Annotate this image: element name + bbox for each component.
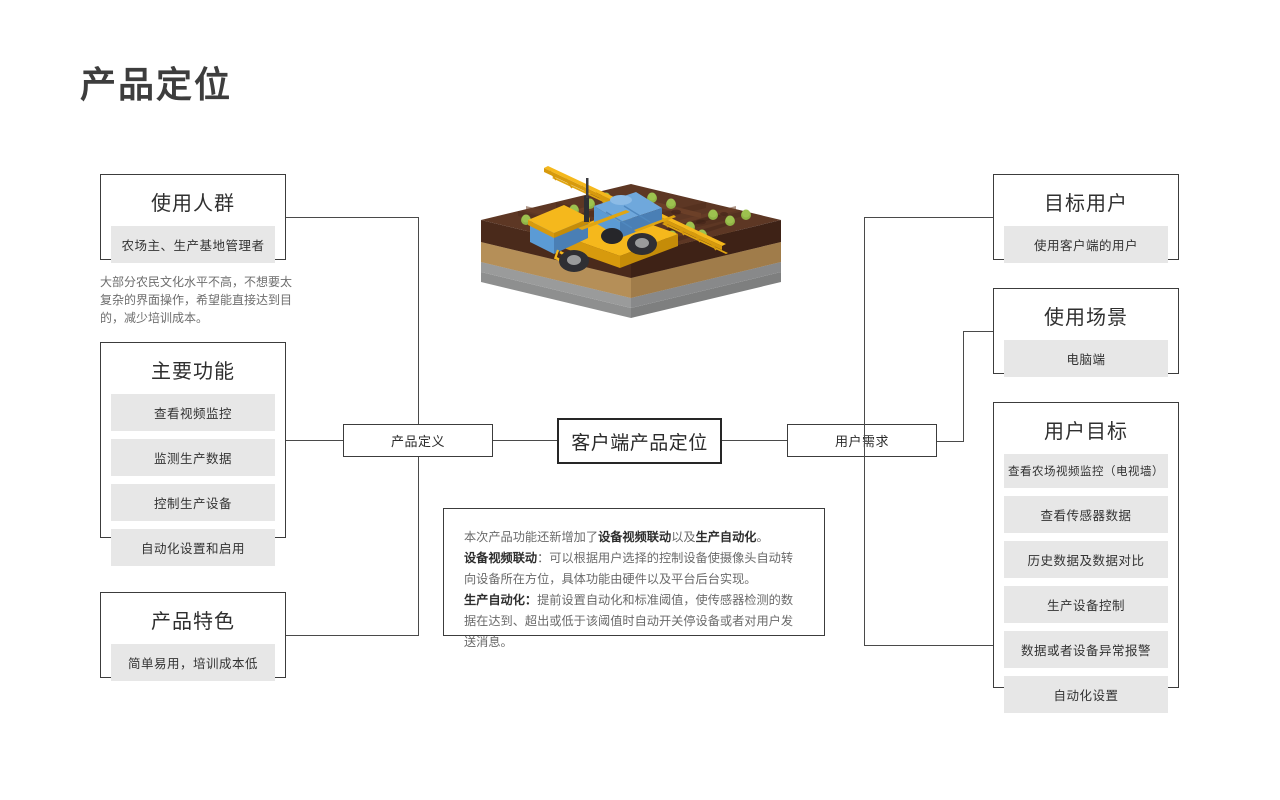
description-line-3-bold: 生产自动化： [464,593,538,607]
node-product-definition-label: 产品定义 [390,434,445,449]
description-line-3-text: 提前设置自动化和标准阈值，使传感器检测的数据在达到、超出或低于该阈值时自动开关停… [464,593,794,649]
panel-target-users: 目标用户 使用客户端的用户 [993,174,1179,263]
panel-user-goals: 用户目标 查看农场视频监控（电视墙） 查看传感器数据 历史数据及数据对比 生产设… [993,402,1179,713]
page-title: 产品定位 [80,64,233,105]
pill-user-goal-3: 历史数据及数据对比 [1004,541,1168,578]
panel-title-main-functions: 主要功能 [151,361,235,383]
connector-right-stub-1 [864,217,993,218]
illustration-sprayer-vehicle [528,178,678,272]
pill-target-user-1: 使用客户端的用户 [1004,226,1168,263]
connector-left-stub-3 [286,635,418,636]
description-line-3: 生产自动化：提前设置自动化和标准阈值，使传感器检测的数据在达到、超出或低于该阈值… [464,590,804,653]
description-line-2: 设备视频联动：可以根据用户选择的控制设备使摄像头自动转向设备所在方位，具体功能由… [464,548,804,590]
connector-left-stub-1 [286,217,418,218]
panel-title-user-group: 使用人群 [151,193,235,215]
connector-definition-to-core [493,440,557,441]
illustration-isometric-farm-sprayer [466,160,796,375]
connector-left-stub-2 [286,440,343,441]
panel-title-user-goals: 用户目标 [1044,421,1128,443]
description-line-2-bold: 设备视频联动 [464,551,538,565]
connector-core-to-needs [722,440,787,441]
pill-main-function-4: 自动化设置和启用 [111,529,275,566]
pill-product-feature-1: 简单易用，培训成本低 [111,644,275,681]
description-line-1-pre: 本次产品功能还新增加了 [464,530,599,544]
node-user-needs-label: 用户需求 [834,434,889,449]
pill-main-function-1: 查看视频监控 [111,394,275,431]
node-core-positioning: 客户端产品定位 [557,418,722,464]
description-block: 本次产品功能还新增加了设备视频联动以及生产自动化。 设备视频联动：可以根据用户选… [443,508,825,649]
pill-user-group-1: 农场主、生产基地管理者 [111,226,275,263]
connector-right-stub-3 [864,645,993,646]
connector-right-bracket-outer [864,217,865,646]
pill-user-goal-4: 生产设备控制 [1004,586,1168,623]
connector-right-stub-2 [963,331,993,332]
panel-product-features: 产品特色 简单易用，培训成本低 [100,592,286,681]
pill-user-goal-6: 自动化设置 [1004,676,1168,713]
panel-title-usage-scenario: 使用场景 [1044,307,1128,329]
connector-right-bracket-inner [963,331,964,441]
illustration-sprayer-wheels [559,228,657,272]
description-line-1-bold-2: 生产自动化 [695,530,757,544]
panel-usage-scenario: 使用场景 电脑端 [993,288,1179,377]
pill-user-goal-5: 数据或者设备异常报警 [1004,631,1168,668]
node-core-positioning-label: 客户端产品定位 [571,432,708,454]
pill-user-goal-2: 查看传感器数据 [1004,496,1168,533]
description-line-1-end: 。 [756,530,769,544]
description-line-2-text: ：可以根据用户选择的控制设备使摄像头自动转向设备所在方位，具体功能由硬件以及平台… [464,551,794,586]
panel-title-product-features: 产品特色 [151,611,235,633]
panel-title-target-users: 目标用户 [1044,193,1128,215]
panel-main-functions: 主要功能 查看视频监控 监测生产数据 控制生产设备 自动化设置和启用 [100,342,286,566]
panel-user-group: 使用人群 农场主、生产基地管理者 [100,174,286,263]
pill-main-function-2: 监测生产数据 [111,439,275,476]
pill-user-goal-1: 查看农场视频监控（电视墙） [1004,454,1168,488]
connector-right-stub-2b [937,441,964,442]
illustration-sprayer-boom-rear [544,166,618,208]
description-line-1: 本次产品功能还新增加了设备视频联动以及生产自动化。 [464,527,804,548]
description-line-1-bold-1: 设备视频联动 [598,530,672,544]
node-product-definition: 产品定义 [343,424,493,457]
pill-main-function-3: 控制生产设备 [111,484,275,521]
note-user-group: 大部分农民文化水平不高，不想要太复杂的界面操作，希望能直接达到目的，减少培训成本… [100,275,293,325]
description-line-1-mid: 以及 [671,530,696,544]
illustration-sprayer-boom-front [654,212,728,254]
pill-usage-scenario-1: 电脑端 [1004,340,1168,377]
node-user-needs: 用户需求 [787,424,937,457]
